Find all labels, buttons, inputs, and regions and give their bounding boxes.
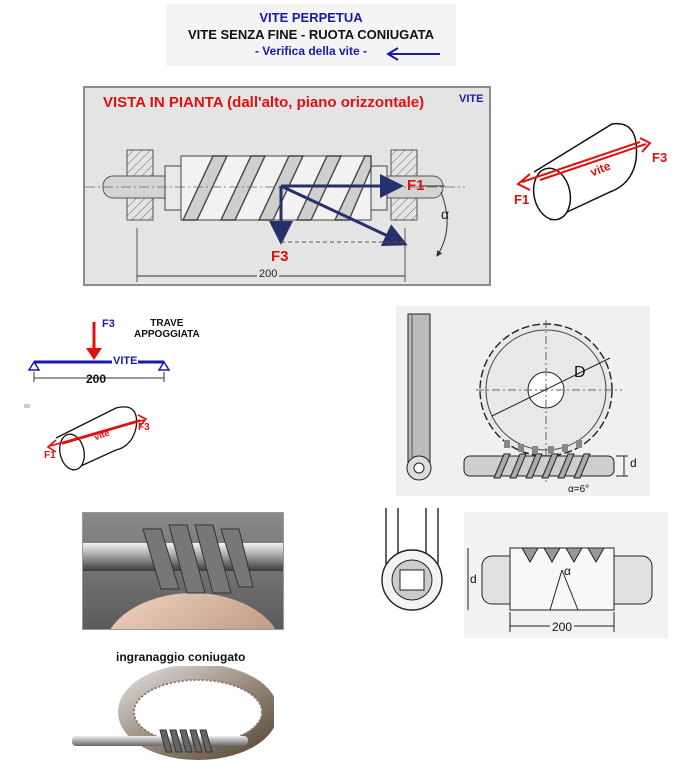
section-angle-label: α: [564, 564, 571, 578]
worm-section-drawing: [381, 508, 668, 638]
plan-view-title: VISTA IN PIANTA (dall'alto, piano orizzo…: [103, 94, 425, 111]
beam-title-line1: TRAVE: [150, 318, 184, 329]
gear-angle-label: α=6°: [568, 484, 590, 495]
cyl-f1-label: F1: [514, 192, 530, 207]
plan-view-panel: VISTA IN PIANTA (dall'alto, piano orizzo…: [83, 86, 491, 286]
force-f1-label: F1: [407, 177, 425, 194]
beam-label: VITE: [112, 355, 139, 367]
cylinder-force-diagram: [516, 122, 652, 221]
plan-view-tag: VITE: [459, 93, 484, 105]
section-length-label: 200: [550, 620, 575, 634]
worm-section-panel: d α 200: [372, 508, 668, 642]
beam-length: 200: [86, 372, 107, 386]
photo-caption: ingranaggio coniugato: [116, 650, 246, 664]
small-cylinder-diagram: [46, 406, 148, 471]
main-title: VITE PERPETUA: [259, 10, 363, 25]
cyl-f3-label: F3: [652, 150, 668, 165]
beam-title-line2: APPOGGIATA: [134, 329, 200, 340]
gear-d-small-label: d: [630, 456, 637, 470]
back-arrow-icon: [386, 47, 440, 61]
marker-dot: [24, 404, 30, 408]
title-block: VITE PERPETUA VITE SENZA FINE - RUOTA CO…: [166, 4, 456, 66]
angle-alpha-label: α: [441, 206, 450, 222]
force-f3-label: F3: [271, 248, 289, 265]
length-dimension: 200: [257, 268, 280, 280]
verify-label: - Verifica della vite -: [254, 44, 368, 58]
plan-view-drawing: [85, 149, 465, 282]
worm-threads: [181, 155, 372, 221]
worm-gear-photo: [82, 512, 284, 630]
beam-title: TRAVE APPOGGIATA: [134, 318, 200, 340]
gear-drawing-panel: D d α=6°: [396, 306, 650, 496]
section-d-label: d: [470, 572, 477, 586]
beam-diagram: [27, 322, 171, 382]
conjugate-gearing-photo: [72, 666, 274, 760]
small-cyl-f1-label: F1: [44, 450, 56, 461]
subtitle: VITE SENZA FINE - RUOTA CONIUGATA: [187, 27, 435, 42]
beam-force-label: F3: [102, 318, 115, 330]
gear-drawing: [406, 313, 628, 482]
gear-d-big-label: D: [574, 364, 586, 381]
small-cyl-f3-label: F3: [138, 422, 150, 433]
